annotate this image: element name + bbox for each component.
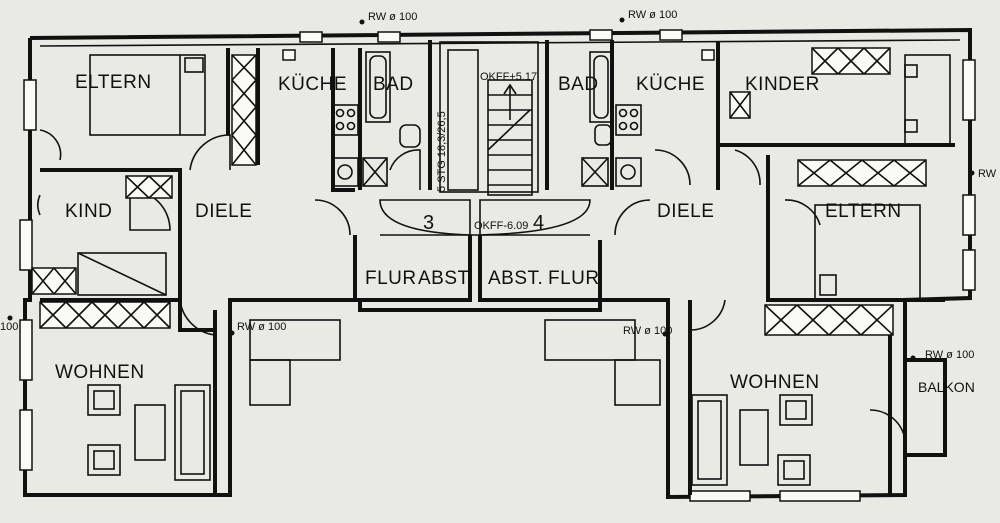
staircase <box>379 41 591 236</box>
label-balkon: BALKON <box>918 379 975 395</box>
rw-balkon: RW ø 100 <box>925 349 974 361</box>
outer-wall-inner-line <box>39 39 961 47</box>
label-right-diele: DIELE <box>657 201 714 222</box>
interior-walls-left <box>40 40 472 495</box>
label-unit-4: 4 <box>533 212 544 234</box>
label-left-wohnen: WOHNEN <box>55 362 145 383</box>
label-right-bad: BAD <box>558 74 599 95</box>
fixtures <box>282 49 715 187</box>
windows <box>19 29 976 502</box>
rw-top-left: RW ø 100 <box>368 11 417 23</box>
courtyard-wall-top <box>230 298 668 312</box>
label-right-eltern: ELTERN <box>825 201 902 222</box>
label-right-wohnen: WOHNEN <box>730 372 820 393</box>
label-unit-3: 3 <box>423 212 434 234</box>
label-left-abst: ABST. <box>418 268 473 289</box>
label-okff-upper: OKFF+5.17 <box>480 71 537 83</box>
rw-right-side: RW <box>978 168 997 180</box>
label-right-kueche: KÜCHE <box>636 74 705 95</box>
label-left-bad: BAD <box>373 74 414 95</box>
rw-courtyard-right: RW ø 100 <box>623 325 672 337</box>
label-left-kind: KIND <box>65 201 112 222</box>
label-stair-steps: 5 STG 18,3/26,5 <box>436 111 448 192</box>
interior-walls-right <box>478 40 955 495</box>
label-right-flur: FLUR <box>548 268 600 289</box>
label-left-diele: DIELE <box>195 201 252 222</box>
furniture <box>77 54 951 486</box>
courtyard-boxes <box>249 319 661 406</box>
label-left-eltern: ELTERN <box>75 72 152 93</box>
label-okff-lower: OKFF-6.09 <box>474 220 528 232</box>
rw-marker-dots <box>7 17 975 361</box>
rw-courtyard-left: RW ø 100 <box>237 321 286 333</box>
label-right-kinder: KINDER <box>745 74 820 95</box>
label-right-abst: ABST. <box>488 268 543 289</box>
rw-top-right: RW ø 100 <box>628 9 677 21</box>
wardrobes <box>31 47 927 336</box>
label-left-kueche: KÜCHE <box>278 74 347 95</box>
label-left-flur: FLUR <box>365 268 417 289</box>
rw-left-side: 100 <box>0 321 18 333</box>
